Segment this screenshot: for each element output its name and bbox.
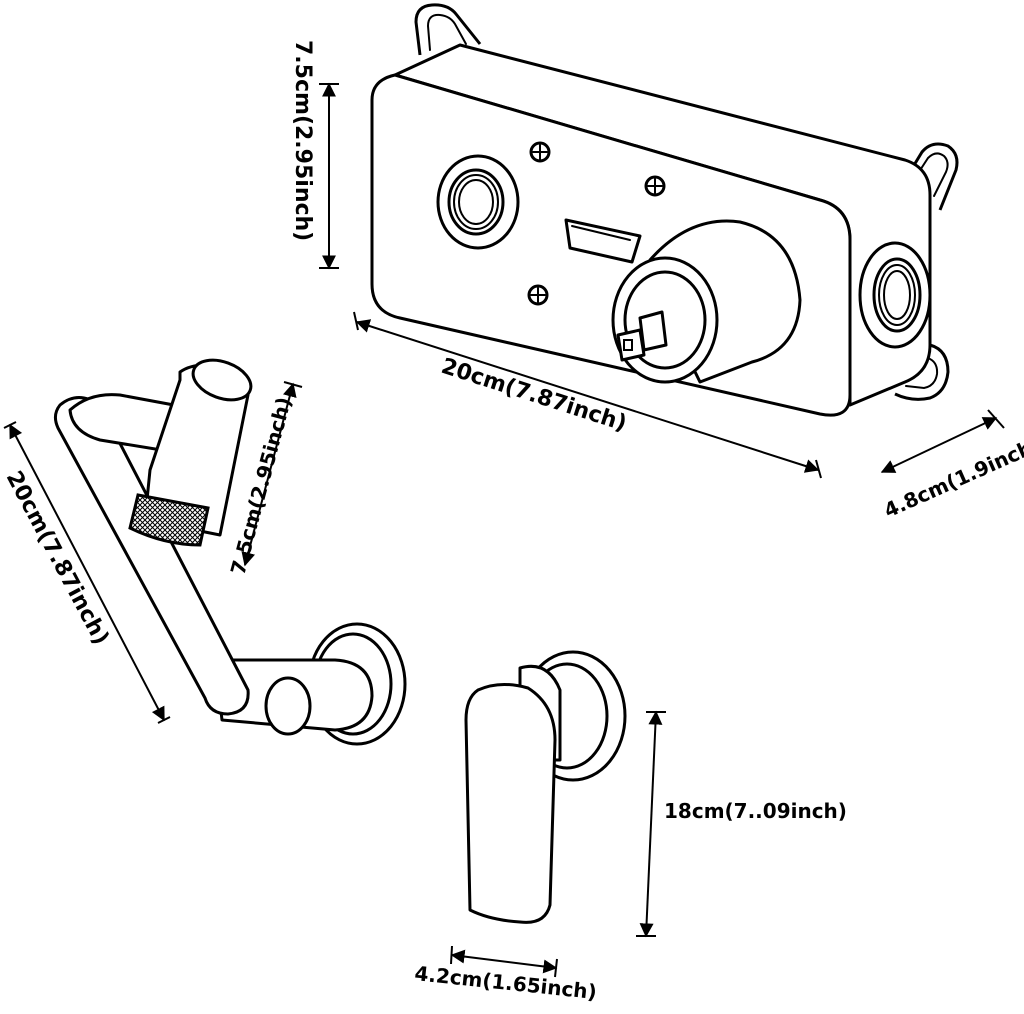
handle-lever: [464, 683, 557, 924]
screw-1: [529, 141, 551, 163]
dimension-lines: [3, 82, 1005, 978]
handle-width-label: 4.2cm(1.65inch): [413, 961, 597, 1004]
box-width-label: 20cm(7.87inch): [438, 354, 629, 437]
box-depth-label: 4.8cm(1.9inch): [880, 432, 1024, 523]
handle-height-label: 18cm(7..09inch): [664, 799, 847, 823]
mixer-handle: [464, 650, 627, 924]
screw-2: [644, 175, 666, 197]
threaded-inlet-side: [858, 241, 932, 349]
mounting-tab-right-top: [903, 142, 959, 211]
box-slot: [564, 218, 642, 264]
mounting-box: [370, 3, 959, 417]
box-height-label: 7.5cm(2.95inch): [290, 40, 315, 241]
threaded-inlet-left: [436, 154, 520, 250]
screw-3: [527, 284, 549, 306]
swivel-spout: [53, 358, 407, 746]
